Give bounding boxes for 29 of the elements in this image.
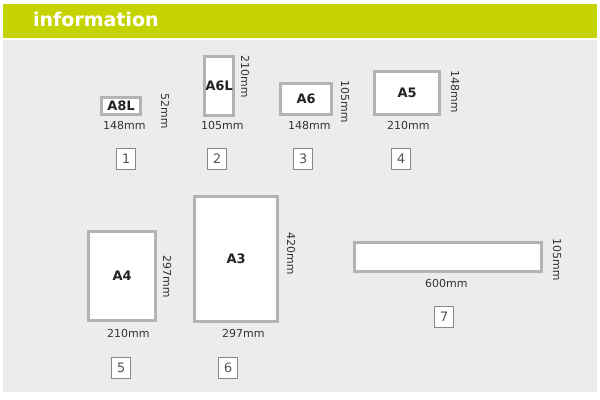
paper-size-box: A4 [87,230,157,322]
paper-size-box: A8L [100,96,142,116]
dimension-label: 52mm [158,93,171,128]
dimension-label: 600mm [425,277,468,290]
dimension-label: 210mm [238,55,251,98]
paper-size-box: A6 [279,82,333,116]
paper-size-box: A5 [373,70,441,116]
number-box: 3 [293,148,313,170]
dimension-label: 148mm [103,119,146,132]
number-box: 5 [111,357,131,379]
dimension-label: 105mm [338,80,351,122]
paper-size-box [353,241,543,273]
dimension-label: 210mm [107,327,150,340]
dimension-label: 148mm [288,119,330,132]
dimension-label: 105mm [201,119,244,132]
number-box: 2 [207,148,227,170]
dimension-label: 210mm [387,119,430,132]
dimension-label: 148mm [448,70,461,112]
number-box: 6 [218,357,238,379]
dimension-label: 297mm [222,327,264,340]
header-title: information [33,9,159,31]
paper-size-box: A6L [203,55,235,117]
paper-size-box: A3 [193,195,279,323]
number-box: 4 [391,148,411,170]
number-box: 1 [116,148,136,170]
dimension-label: 105mm [550,238,563,280]
dimension-label: 297mm [160,255,173,298]
dimension-label: 420mm [284,232,297,274]
number-box: 7 [434,306,454,328]
